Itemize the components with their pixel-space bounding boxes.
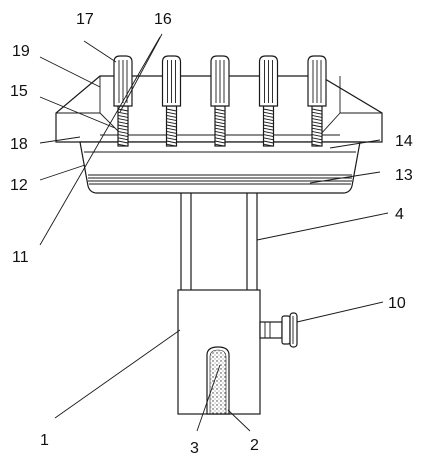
thread-line [263, 137, 274, 141]
tray [79, 141, 361, 194]
thread-line [311, 121, 323, 125]
thread-line [214, 143, 226, 147]
thread-line [311, 111, 323, 115]
thread-line [311, 134, 323, 138]
thread-line [117, 111, 129, 115]
label-18: 18 [10, 136, 28, 153]
label-17: 17 [76, 11, 94, 28]
thread-line [311, 143, 323, 147]
thread-line [117, 130, 129, 134]
stem [180, 193, 258, 292]
thread-line [263, 134, 274, 138]
knob [307, 55, 327, 147]
adjustment-knobs [113, 55, 327, 147]
thread-line [214, 114, 226, 118]
label-3: 3 [190, 440, 199, 457]
thread-line [117, 124, 129, 128]
knob [258, 55, 279, 147]
filter-tube [206, 346, 230, 415]
thread-line [166, 121, 177, 125]
thread-line [117, 108, 129, 112]
thread-line [263, 118, 274, 122]
thread-line [166, 108, 177, 112]
thread-line [166, 140, 177, 144]
thread-line [263, 108, 274, 112]
thread-line [214, 118, 226, 122]
thread-line [214, 130, 226, 134]
thread-line [263, 121, 274, 125]
label-11: 12 [10, 177, 28, 194]
thread-line [117, 143, 129, 147]
knob [210, 55, 230, 147]
thread-line [311, 124, 323, 128]
thread-line [117, 134, 129, 138]
thread-line [166, 137, 177, 141]
label-12: 13 [395, 167, 413, 184]
label-1: 1 [40, 432, 49, 449]
thread-line [214, 124, 226, 128]
thread-line [263, 111, 274, 115]
thread-line [117, 137, 129, 141]
thread-line [311, 130, 323, 134]
thread-line [311, 137, 323, 141]
thread-line [166, 118, 177, 122]
label-19: 19 [12, 43, 30, 60]
thread-line [214, 140, 226, 144]
thread-line [214, 121, 226, 125]
thread-line [117, 118, 129, 122]
thread-line [166, 127, 177, 131]
thread-line [263, 124, 274, 128]
thread-line [263, 143, 274, 147]
label-10: 10 [388, 295, 406, 312]
thread-line [311, 118, 323, 122]
thread-line [311, 108, 323, 112]
knob [161, 55, 182, 147]
thread-line [166, 114, 177, 118]
thread-line [166, 130, 177, 134]
thread-line [214, 108, 226, 112]
label-2: 2 [250, 437, 259, 454]
thread-line [311, 114, 323, 118]
thread-line [263, 140, 274, 144]
label-13: 14 [395, 133, 413, 150]
thread-line [117, 121, 129, 125]
label-16: 16 [154, 11, 172, 28]
thread-line [117, 140, 129, 144]
thread-line [166, 124, 177, 128]
label-15: 15 [10, 83, 28, 100]
thread-line [166, 111, 177, 115]
part-labels: 17 16 19 15 18 12 14 13 4 10 11 1 3 2 [10, 11, 413, 457]
valve-fitting [259, 312, 298, 348]
thread-line [214, 111, 226, 115]
thread-line [311, 140, 323, 144]
thread-line [166, 143, 177, 147]
leader-lines [39, 33, 389, 432]
thread-line [263, 130, 274, 134]
thread-line [214, 127, 226, 131]
thread-line [214, 137, 226, 141]
label-14: 11 [12, 249, 29, 266]
thread-line [117, 114, 129, 118]
thread-line [117, 127, 129, 131]
label-4: 4 [395, 206, 404, 223]
thread-line [311, 127, 323, 131]
thread-line [263, 127, 274, 131]
thread-line [214, 134, 226, 138]
thread-line [166, 134, 177, 138]
thread-line [263, 114, 274, 118]
